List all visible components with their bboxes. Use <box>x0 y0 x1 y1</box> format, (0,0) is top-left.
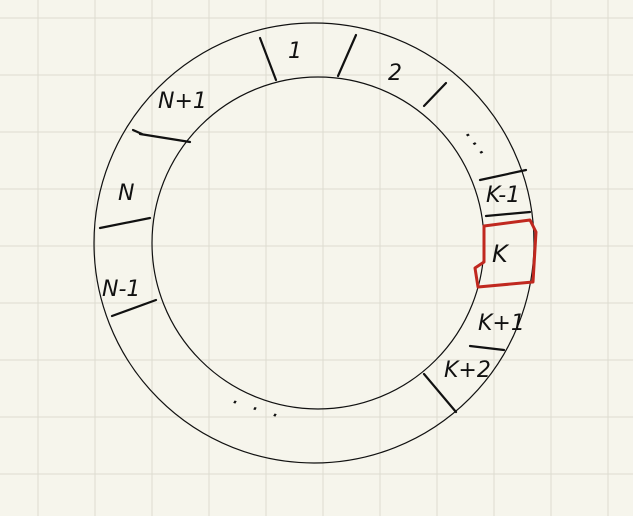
divider-ellipsis-k-minus-1 <box>478 168 528 182</box>
divider-ellipsis-n-minus-1 <box>110 298 158 318</box>
slot-label-k-plus-2: K+2 <box>444 358 491 383</box>
slot-label-1: 1 <box>288 39 302 64</box>
slot-dividers <box>98 33 532 414</box>
divider-k-plus-2-ellipsis <box>422 372 458 414</box>
slot-label-k: K <box>492 240 510 268</box>
divider-2-ellipsis <box>422 81 448 108</box>
divider-before-1 <box>258 36 278 82</box>
ellipsis-bottom: ... <box>230 384 298 427</box>
slot-label-n: N <box>118 181 134 206</box>
divider-1-2 <box>336 33 358 78</box>
divider-k-plus-1-k-plus-2 <box>468 344 506 352</box>
slot-label-k-plus-1: K+1 <box>478 311 525 336</box>
divider-k-minus-1-k <box>484 210 532 218</box>
slot-label-2: 2 <box>388 61 402 86</box>
divider-n-n-plus-1-serif <box>131 128 144 136</box>
slot-label-n-minus-1: N-1 <box>102 277 140 302</box>
slot-labels: 1 2 K-1 K K+1 K+2 N-1 N N+1 <box>102 39 525 383</box>
ring-inner-circle <box>151 76 485 410</box>
slot-label-k-minus-1: K-1 <box>486 183 520 208</box>
divider-n-n-plus-1 <box>138 132 192 144</box>
slot-label-n-plus-1: N+1 <box>158 89 207 114</box>
slot-k-highlight-box <box>473 218 538 289</box>
divider-n-minus-1-n <box>98 216 152 230</box>
